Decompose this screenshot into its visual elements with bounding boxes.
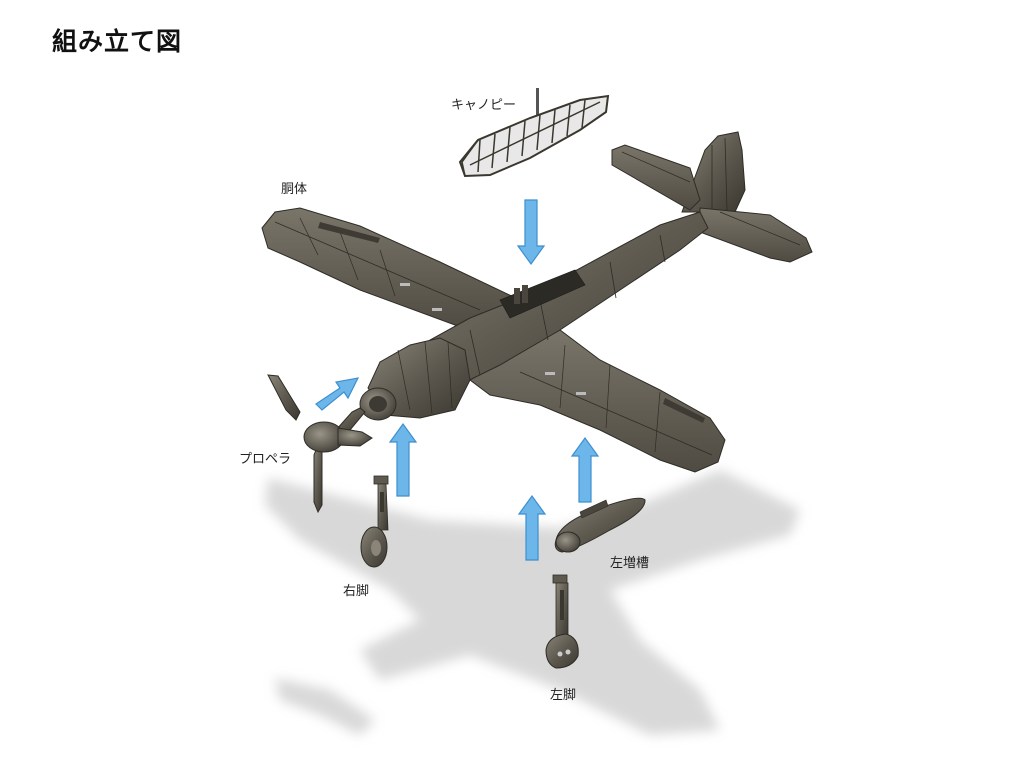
propeller-part (267, 374, 373, 514)
fuselage-label: 胴体 (281, 182, 308, 197)
left-leg-label: 左脚 (550, 688, 577, 703)
ground-shadow (265, 470, 800, 735)
canopy-part (458, 88, 610, 178)
left-leg-part (545, 574, 579, 669)
canopy-arrow (516, 199, 546, 266)
canopy-label: キャノピー (451, 98, 517, 113)
left-leg-arrow (517, 494, 547, 561)
page-title: 組み立て図 (52, 27, 183, 56)
drop-tank-arrow (570, 436, 600, 503)
drop-tank-label: 左増槽 (610, 556, 650, 571)
fuselage-part (261, 131, 813, 473)
right-leg-label: 右脚 (343, 584, 370, 599)
propeller-label: プロペラ (239, 452, 292, 467)
right-leg-arrow (388, 422, 418, 497)
propeller-arrow (315, 377, 360, 411)
drop-tank-part (554, 497, 646, 553)
right-leg-part (360, 475, 389, 568)
